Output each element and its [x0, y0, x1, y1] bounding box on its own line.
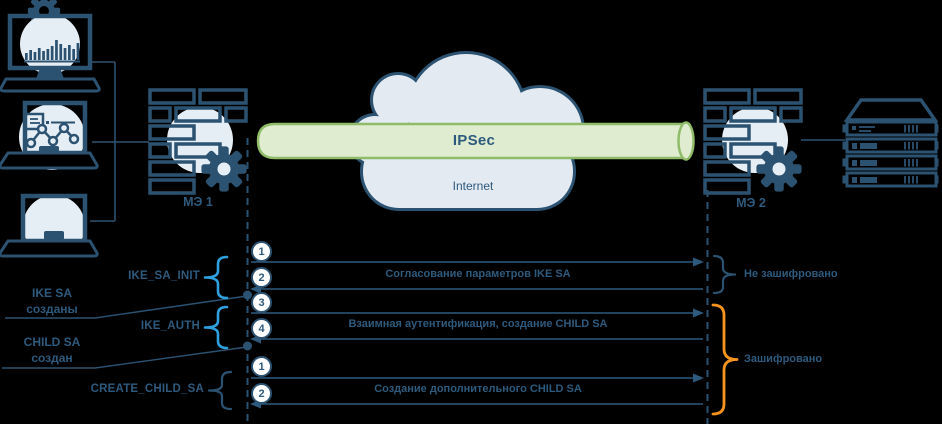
step-circle-4: 4 — [251, 318, 272, 339]
state-dot-ike-sa — [243, 290, 252, 300]
message-6-text: Создание дополнительного CHILD SA — [374, 383, 582, 395]
step-circle-5: 1 — [251, 356, 272, 377]
monitor-chart-icon — [0, 0, 101, 93]
server-rack-icon — [842, 98, 939, 188]
exchange-label-create-child-sa: CREATE_CHILD_SA — [90, 383, 204, 395]
callout-ike-sa-line1: IKE SA — [31, 286, 72, 300]
callout-line-ike-sa — [5, 295, 248, 319]
step-circle-3: 3 — [251, 292, 272, 313]
exchange-label-ike-auth: IKE_AUTH — [140, 320, 200, 332]
line-chart-icon — [25, 122, 80, 149]
exchange-label-ike-sa-init: IKE_SA_INIT — [128, 270, 200, 282]
callout-child-sa-line2: создан — [31, 351, 73, 365]
brace-ike-auth — [203, 305, 229, 350]
laptop-icon — [0, 193, 99, 258]
state-dot-child-sa — [243, 341, 252, 351]
message-lines — [251, 261, 703, 405]
callout-ike-sa-line2: созданы — [26, 302, 78, 316]
bar-chart-icon — [25, 40, 80, 60]
brace-ike-sa-init — [203, 255, 229, 300]
callout-child-sa-line1: CHILD SA — [23, 335, 81, 349]
message-2-text: Согласование параметров IKE SA — [385, 268, 571, 280]
not-encrypted-label: Не зашифровано — [744, 268, 838, 280]
brace-create-child-sa — [207, 370, 233, 411]
firewall-2-icon — [705, 90, 802, 193]
message-4-text: Взаимная аутентификация, создание CHILD … — [348, 318, 608, 330]
message-arrowheads — [250, 257, 704, 409]
step-circle-1: 1 — [251, 241, 272, 262]
laptop-analytics-icon — [0, 100, 99, 170]
brace-encrypted — [711, 303, 739, 416]
encrypted-label: Зашифровано — [744, 353, 823, 365]
firewall-1-icon — [150, 90, 247, 193]
firewall-2-label: МЭ 2 — [736, 196, 766, 210]
tunnel-label: IPSec — [452, 132, 496, 149]
step-circle-2: 2 — [251, 267, 272, 288]
brace-not-encrypted — [712, 254, 737, 295]
ipsec-tunnel — [256, 121, 695, 161]
callout-line-child-sa — [2, 346, 248, 369]
client-connector-lines — [89, 61, 149, 222]
step-circle-6: 2 — [251, 383, 272, 404]
firewall-1-label: МЭ 1 — [183, 195, 213, 209]
cloud-label: Internet — [452, 179, 494, 193]
